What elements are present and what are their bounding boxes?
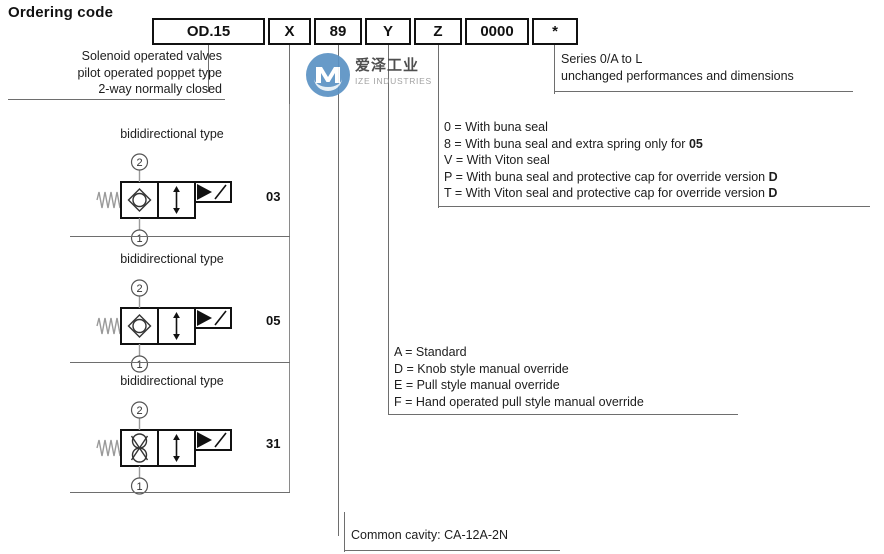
description-line: Solenoid operated valves: [81, 49, 222, 63]
override-option: E = Pull style manual override: [394, 377, 644, 394]
seal-option: P = With buna seal and protective cap fo…: [444, 169, 778, 186]
override-block-rule: [388, 343, 389, 415]
svg-text:1: 1: [136, 481, 142, 493]
seal-option-code: 8: [444, 136, 451, 151]
valve-caption: bididirectional type: [120, 252, 224, 266]
svg-text:1: 1: [136, 359, 142, 371]
valve-caption: bididirectional type: [120, 127, 224, 141]
series-underline: [554, 91, 853, 92]
override-option-code: D: [394, 361, 404, 376]
svg-text:1: 1: [136, 233, 142, 245]
description-line: 2-way normally closed: [98, 82, 222, 96]
seal-option: T = With Viton seal and protective cap f…: [444, 185, 778, 202]
svg-text:2: 2: [136, 157, 142, 169]
valve-size-label: 05: [266, 313, 281, 328]
override-option-code: E: [394, 378, 403, 392]
override-option-text: = Knob style manual override: [403, 361, 569, 376]
seal-option-text: = With buna seal: [450, 120, 548, 134]
page-title: Ordering code: [8, 4, 114, 21]
cavity-block-rule: [344, 512, 345, 552]
valve-size-label: 03: [266, 189, 281, 204]
seal-option-text: = With Viton seal: [452, 153, 550, 167]
description-underline: [8, 99, 225, 100]
code-box-series[interactable]: *: [532, 18, 578, 45]
code-box-flow-size[interactable]: 89: [314, 18, 362, 45]
seal-option-code: T: [444, 186, 452, 200]
valve-size-label: 31: [266, 436, 281, 451]
seal-option-text: = With buna seal and extra spring only f…: [450, 136, 689, 151]
override-option: A = Standard: [394, 344, 644, 361]
series-block: Series 0/A to L unchanged performances a…: [561, 51, 794, 84]
seal-option-emphasis: 05: [688, 136, 703, 151]
valve-symbol-single-poppet: 21: [96, 279, 232, 373]
override-option-text: = Standard: [401, 345, 467, 359]
leader-line-model: [208, 45, 209, 92]
override-underline: [388, 414, 738, 415]
leader-line-override: [388, 45, 389, 415]
seal-option-code: V: [444, 153, 453, 167]
seal-option: V = With Viton seal: [444, 152, 778, 169]
svg-text:2: 2: [136, 283, 142, 295]
leader-line-flowsize: [338, 45, 339, 536]
series-line: Series 0/A to L: [561, 52, 643, 66]
valve-symbol-double-poppet: 21: [96, 401, 232, 495]
override-option: F = Hand operated pull style manual over…: [394, 394, 644, 411]
series-line: unchanged performances and dimensions: [561, 68, 794, 83]
seal-option-emphasis: D: [768, 186, 778, 200]
override-option-text: = Hand operated pull style manual overri…: [401, 394, 644, 409]
code-box-model[interactable]: OD.15: [152, 18, 265, 45]
ize-logo-icon: [306, 53, 350, 97]
watermark: 爱泽工业 IZE INDUSTRIES: [305, 52, 445, 98]
override-option-code: F: [394, 394, 402, 409]
seal-block-rule: [438, 118, 439, 207]
cavity-block: Common cavity: CA-12A-2N: [351, 528, 508, 542]
code-box-override[interactable]: Y: [365, 18, 411, 45]
valve-symbol-single-poppet: 21: [96, 153, 232, 247]
valve-caption: bididirectional type: [120, 374, 224, 388]
seal-option-emphasis: D: [768, 169, 778, 184]
series-block-rule: [554, 50, 555, 94]
valve-panel-right-rule: [289, 104, 290, 492]
cavity-underline: [344, 550, 560, 551]
code-box-coil[interactable]: 0000: [465, 18, 529, 45]
leader-line-series: [554, 45, 555, 53]
watermark-cn: 爱泽工业: [355, 56, 420, 74]
seal-option-code: P: [444, 169, 453, 184]
valve-row-divider: [70, 236, 290, 237]
override-option-text: = Pull style manual override: [402, 378, 560, 392]
seal-option: 8 = With buna seal and extra spring only…: [444, 136, 778, 153]
code-box-seal[interactable]: Z: [414, 18, 462, 45]
description-block: Solenoid operated valves pilot operated …: [0, 48, 222, 98]
svg-text:2: 2: [136, 405, 142, 417]
override-option: D = Knob style manual override: [394, 361, 644, 378]
override-option-code: A: [394, 345, 402, 359]
seal-option: 0 = With buna seal: [444, 119, 778, 136]
watermark-en: IZE INDUSTRIES: [355, 76, 432, 86]
seal-option-code: 0: [444, 120, 451, 134]
seal-underline: [438, 206, 870, 207]
valve-row-divider: [70, 362, 290, 363]
valve-panel-bottom-rule: [70, 492, 290, 493]
seal-option-text: = With buna seal and protective cap for …: [452, 169, 769, 184]
description-line: pilot operated poppet type: [77, 65, 222, 80]
code-box-function[interactable]: X: [268, 18, 311, 45]
seal-option-text: = With Viton seal and protective cap for…: [451, 186, 769, 200]
